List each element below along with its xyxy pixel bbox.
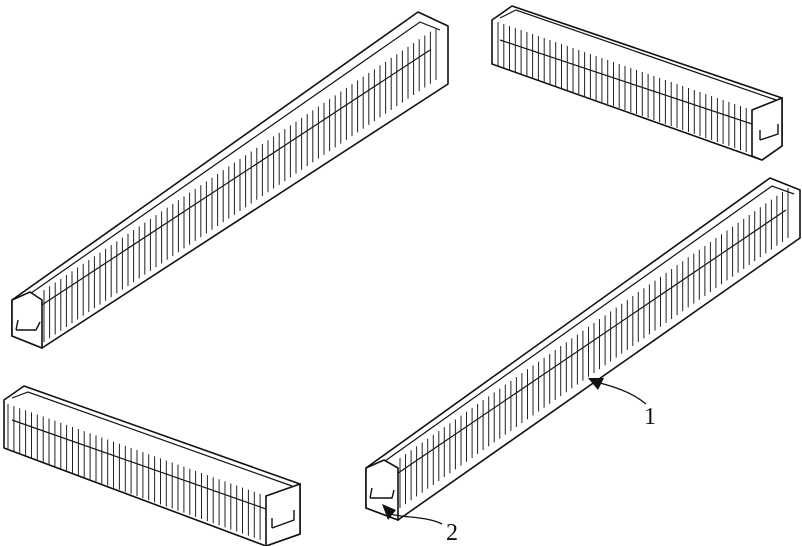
arrowhead-2 [382,504,396,520]
trough-top-left [11,11,449,350]
handle-icon [271,510,295,529]
corrugation-lines-bottom-left [7,404,267,542]
callout-label-2: 2 [446,520,458,546]
callout-1: 1 [588,378,656,430]
handle-icon [369,487,395,499]
corrugation-lines-middle-right [399,188,789,508]
callout-label-1: 1 [644,404,656,430]
end-cap-top-left [11,291,43,350]
end-cap-bottom-left [265,482,301,546]
handle-icon [15,319,41,331]
callout-2: 2 [382,504,458,546]
trough-bottom-left [3,385,301,546]
trough-top-right [491,5,783,161]
corrugation-lines-top-right [497,22,753,154]
corrugation-lines-top-left [43,28,437,342]
end-cap-middle-right [365,459,399,522]
end-cap-top-right [751,96,783,161]
leader-line-1 [595,381,647,405]
leader-line-2 [389,513,443,525]
arrowhead-1 [588,378,604,390]
handle-icon [759,124,779,141]
trough-middle-right [365,177,801,522]
